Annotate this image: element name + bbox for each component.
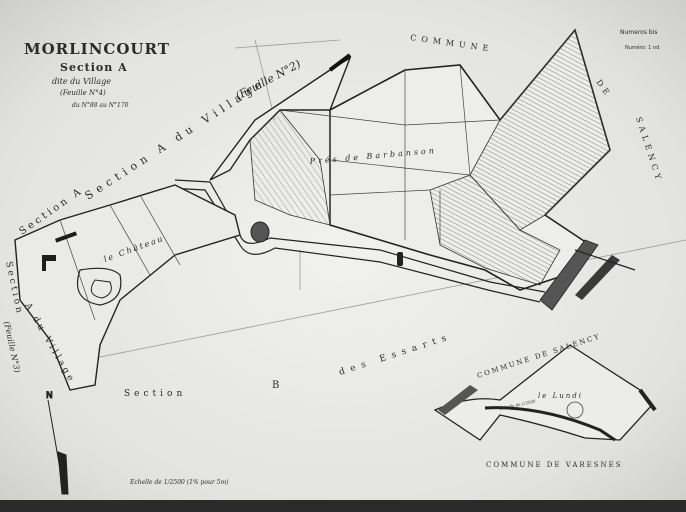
railway-strips: [539, 239, 636, 311]
svg-text:le Lundi: le Lundi: [538, 392, 583, 400]
svg-text:B: B: [272, 380, 283, 391]
parcel-le-lundi: [433, 344, 657, 442]
number-range: du N°88 au N°170: [72, 102, 129, 109]
svg-text:Echelle de 1/2500 (1% pour 5m): Echelle de 1/2500 (1% pour 5m): [129, 479, 229, 486]
legend-corner: Numeros bis Numéro: 1 nd: [620, 29, 659, 51]
north-arrow: N: [46, 391, 69, 495]
chateau-grounds: [14, 184, 403, 391]
title-block: MORLINCOURT Section A dite du Village (F…: [24, 40, 170, 109]
svg-text:Numéro: 1 nd: Numéro: 1 nd: [625, 44, 659, 51]
chateau-building: [42, 255, 56, 261]
north-arrow-label: N: [46, 391, 53, 401]
svg-text:COMMUNE DE VARESNES: COMMUNE DE VARESNES: [486, 461, 623, 469]
section-label: Section A: [60, 61, 128, 74]
dite-label: dite du Village: [52, 77, 111, 86]
sheet-bottom-edge: [0, 500, 686, 512]
pond: [250, 221, 270, 243]
parcel-arm-north: [209, 53, 352, 181]
svg-text:Section: Section: [124, 389, 186, 399]
map-title: MORLINCOURT: [24, 40, 170, 58]
feuille-label: (Feuille N°4): [60, 89, 106, 97]
parcel-block-east: [249, 28, 611, 291]
svg-text:Numeros bis: Numeros bis: [620, 29, 657, 36]
